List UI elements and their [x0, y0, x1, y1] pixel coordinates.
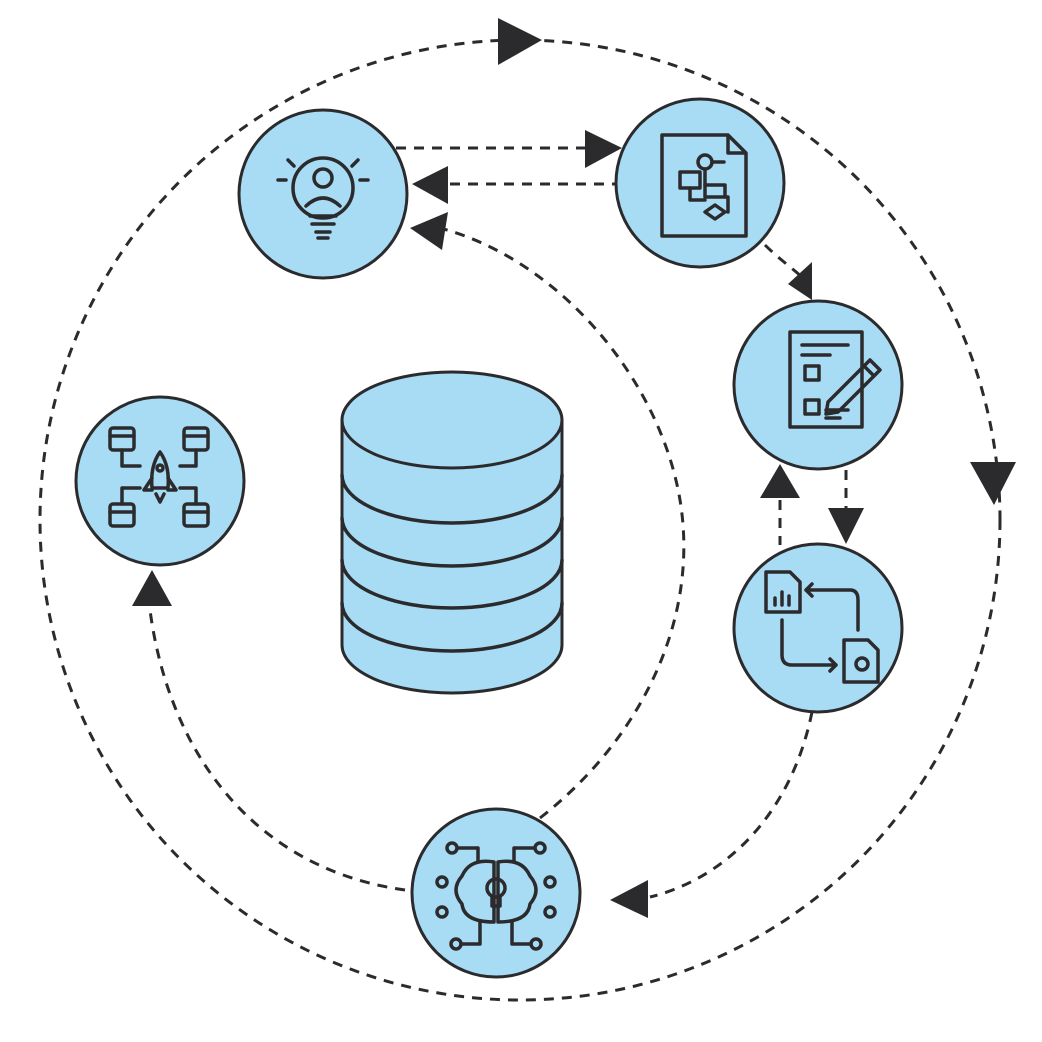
flowchart-document-icon [660, 133, 748, 238]
arrow-outer-top [498, 18, 542, 65]
arrow-to-form-up [760, 464, 800, 498]
idea-person-bulb-icon [276, 156, 370, 240]
ai-brain-circuit-icon [435, 841, 557, 951]
node-flowchart[interactable] [614, 97, 786, 269]
node-ai-brain[interactable] [410, 807, 582, 979]
arrow-inner-to-idea [410, 212, 448, 250]
database-icon [340, 370, 564, 695]
arrow-to-transfer [828, 508, 864, 544]
arrow-outer-right [970, 462, 1016, 505]
outer-cycle-path [38, 38, 1002, 1002]
inner-arc-right [439, 226, 686, 820]
form-edit-icon [788, 330, 882, 429]
file-transfer-icon [764, 570, 880, 684]
node-file-transfer[interactable] [732, 542, 904, 714]
arrow-inner-to-deploy [132, 570, 172, 606]
arc-transfer-to-brain [649, 711, 814, 899]
inner-arc-left [148, 609, 406, 892]
arrow-to-flow [585, 130, 622, 168]
node-idea[interactable] [237, 108, 409, 280]
node-form[interactable] [732, 299, 904, 471]
link-flow-to-form [763, 243, 807, 282]
deployment-rocket-network-icon [108, 426, 210, 528]
arrow-to-idea [412, 166, 448, 204]
arrow-to-brain [610, 880, 648, 918]
arrow-to-form [788, 262, 812, 300]
node-deployment[interactable] [74, 395, 246, 567]
